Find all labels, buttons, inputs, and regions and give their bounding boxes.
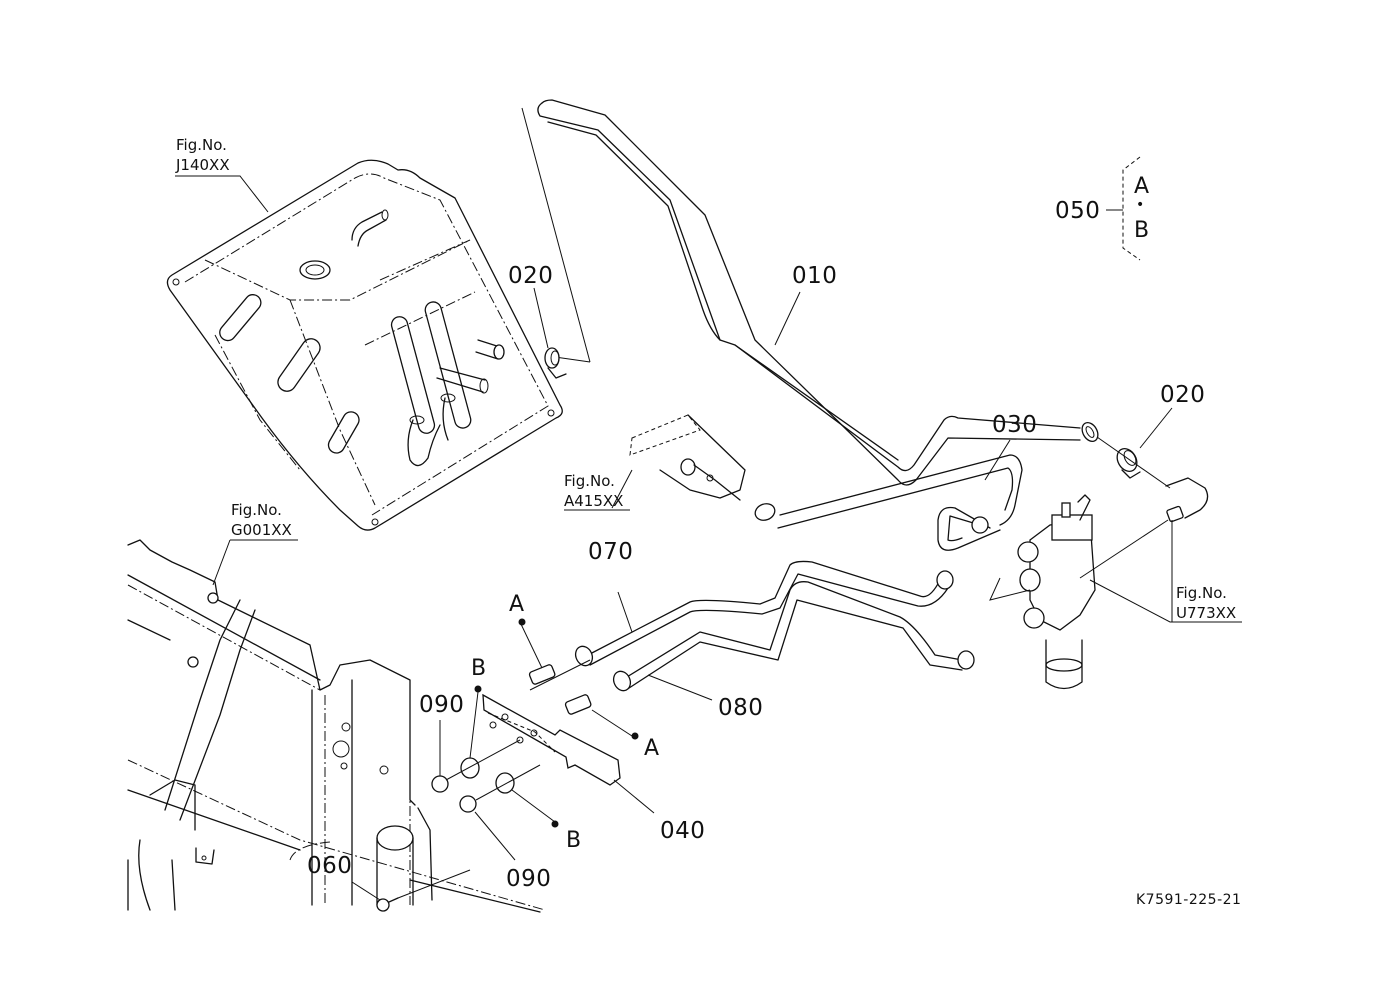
adapter-fittings <box>519 621 633 737</box>
fuel-tank <box>166 159 563 531</box>
control-valve <box>989 494 1242 690</box>
hose-clamp-020-right <box>1096 407 1209 523</box>
kit-050-bracket <box>1106 156 1141 261</box>
callout-080[interactable]: 080 <box>718 695 764 721</box>
connection-dots <box>474 618 639 828</box>
figure-ref-code: U773XX <box>1176 604 1237 622</box>
kit-050-item-b: B <box>1134 218 1150 243</box>
figure-ref-a415[interactable]: Fig.No. A415XX <box>564 471 623 511</box>
figure-ref-code: J140XX <box>176 156 230 174</box>
marker-b-top: B <box>471 656 487 681</box>
kit-050-item-a: A <box>1134 174 1150 199</box>
figure-ref-u773[interactable]: Fig.No. U773XX <box>1176 583 1236 623</box>
figure-ref-code: G001XX <box>231 521 292 539</box>
figure-ref-g001[interactable]: Fig.No. G001XX <box>231 500 292 540</box>
dot-a-bottom <box>631 732 639 740</box>
marker-b-bottom: B <box>566 828 582 853</box>
marker-a-bottom: A <box>644 736 660 761</box>
pipe-070 <box>574 560 954 667</box>
figure-ref-prefix: Fig.No. <box>1176 584 1227 602</box>
figure-ref-j140[interactable]: Fig.No. J140XX <box>176 135 230 175</box>
pipe-080 <box>612 581 975 701</box>
callout-020-upper[interactable]: 020 <box>508 263 554 289</box>
callout-020-right[interactable]: 020 <box>1160 382 1206 408</box>
pipe-030 <box>754 439 1023 551</box>
figure-ref-prefix: Fig.No. <box>231 501 282 519</box>
bracket-040 <box>482 693 655 814</box>
frame-chassis <box>127 539 546 913</box>
callout-040[interactable]: 040 <box>660 818 706 844</box>
callout-070[interactable]: 070 <box>588 539 634 565</box>
dot-b-bottom <box>551 820 559 828</box>
hose-010 <box>521 99 1099 486</box>
nuts-and-washers <box>431 691 556 861</box>
callout-090-upper[interactable]: 090 <box>419 692 465 718</box>
figure-ref-prefix: Fig.No. <box>564 472 615 490</box>
dot-b-top <box>474 685 482 693</box>
dot-a-top <box>518 618 526 626</box>
drawing-code: K7591-225-21 <box>1136 892 1242 908</box>
callout-090-lower[interactable]: 090 <box>506 866 552 892</box>
callout-010[interactable]: 010 <box>792 263 838 289</box>
hose-clamp-020-upper <box>533 287 567 379</box>
callout-060[interactable]: 060 <box>307 853 353 879</box>
figure-ref-code: A415XX <box>564 492 624 510</box>
callout-030[interactable]: 030 <box>992 412 1038 438</box>
kit-050-separator: • <box>1136 197 1145 213</box>
callout-050[interactable]: 050 <box>1055 198 1101 224</box>
marker-a-top: A <box>509 592 525 617</box>
figure-ref-prefix: Fig.No. <box>176 136 227 154</box>
